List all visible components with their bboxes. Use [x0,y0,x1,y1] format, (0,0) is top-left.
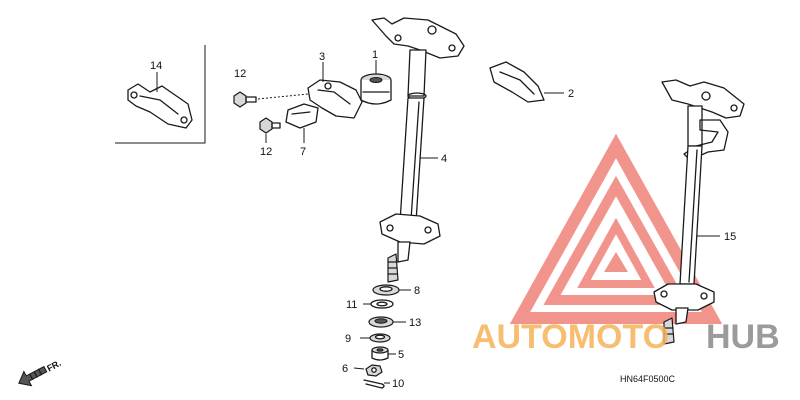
callout-11: 11 [346,299,357,311]
watermark-triangle-core [604,252,628,272]
callout-9: 9 [345,333,351,345]
front-direction-arrow: FR. [18,358,63,387]
part-8-seal[interactable] [372,284,411,296]
part-1-bushing[interactable] [360,60,392,105]
part-9-seal[interactable] [360,333,391,343]
part-15-shaft-assembly[interactable] [653,79,745,345]
part-5-collar[interactable] [371,346,396,361]
part-12-bolt-upper[interactable] [233,91,309,108]
callout-12-upper: 12 [234,68,246,80]
callout-6: 6 [342,363,348,375]
diagram-code: HN64F0500C [620,374,676,384]
watermark-triangle-inner [577,217,655,288]
direction-label: FR. [45,358,62,374]
callout-12-lower: 12 [260,146,272,158]
callout-8: 8 [414,285,420,297]
part-2-cap[interactable] [489,61,564,103]
part-7-holder[interactable] [285,103,319,143]
watermark-triangle-outer [509,133,723,324]
watermark-word-hub: HUB [706,318,780,356]
callout-5: 5 [398,349,404,361]
callout-1: 1 [372,49,378,61]
callout-labels: 1 2 3 4 5 6 7 8 9 10 11 12 12 13 14 15 [150,49,736,390]
part-4-steering-shaft[interactable] [371,17,465,283]
watermark-text: AUTOMOTO HUB [472,318,780,356]
callout-7: 7 [300,146,306,158]
callout-2: 2 [568,88,574,100]
callout-3: 3 [319,51,325,63]
watermark-logo [509,133,723,324]
callout-13: 13 [409,317,421,329]
part-11-washer[interactable] [363,299,394,309]
part-13-bearing[interactable] [368,316,406,328]
part-12-bolt-lower[interactable] [259,117,281,143]
callout-4: 4 [441,153,447,165]
part-10-cotter-pin[interactable] [363,379,390,389]
part-3-holder[interactable] [307,62,363,119]
part-14-frame-line [115,45,206,144]
watermark-triangle-mid [543,175,689,305]
watermark-word-auto: AUTOMOTO [472,318,669,356]
callout-15: 15 [724,231,736,243]
part-6-nut[interactable] [353,364,383,377]
callout-10: 10 [392,378,404,390]
callout-14: 14 [150,60,162,72]
part-14-clamp[interactable] [115,45,206,144]
